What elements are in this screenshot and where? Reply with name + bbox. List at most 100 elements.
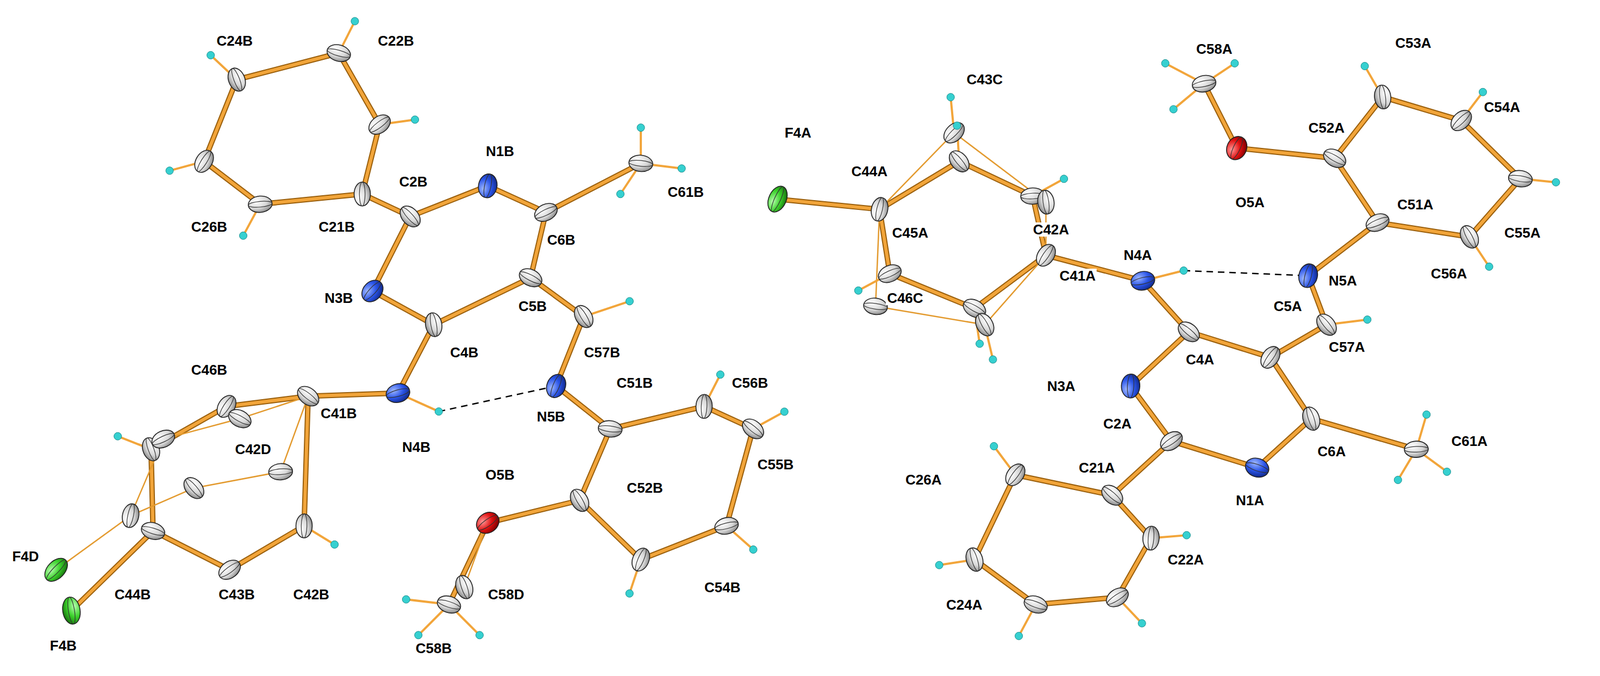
atom-ellipsoid (139, 519, 167, 543)
bond (726, 428, 754, 526)
ellipsoid-body (423, 311, 444, 339)
atom-ellipsoid (1097, 480, 1127, 510)
atom-ellipsoid (1456, 222, 1483, 252)
ellipsoid-body (1242, 454, 1272, 480)
atom-ellipsoid (396, 202, 425, 231)
principal-axis (700, 394, 708, 418)
bond (204, 161, 261, 205)
principal-axis (436, 597, 462, 611)
disorder-bond (55, 515, 131, 570)
ellipsoid-body (120, 502, 141, 529)
principal-axis (301, 513, 308, 538)
bond-outline (1035, 596, 1118, 604)
principal-axis (976, 312, 994, 337)
ellipsoid-body (476, 172, 500, 200)
ellipsoid-body (628, 153, 654, 173)
principal-axis (571, 488, 589, 512)
ellipsoid-body (945, 146, 973, 176)
hydrogen-atom (1485, 262, 1493, 271)
atom-ellipsoid (628, 153, 654, 173)
atom-ellipsoid (423, 311, 444, 339)
ellipsoid-body (396, 202, 425, 231)
ellipsoid-body (247, 195, 273, 214)
atom-ellipsoid (1102, 583, 1132, 611)
atom-ellipsoid (869, 195, 891, 223)
atom-label: C21B (317, 219, 356, 234)
principal-axis (1228, 135, 1246, 161)
atom-ellipsoid (531, 199, 561, 225)
ellipsoid-body (1174, 317, 1204, 346)
disorder-bond (280, 395, 309, 472)
ellipsoid-body (1102, 583, 1132, 611)
ellipsoid-body (139, 519, 167, 543)
ellipsoid-body (1404, 440, 1429, 458)
atom-label: C5B (517, 298, 548, 314)
principal-axis (326, 47, 352, 60)
principal-axis (428, 311, 439, 337)
principal-axis (1105, 588, 1130, 606)
atom-ellipsoid (267, 462, 293, 481)
principal-axis (1159, 431, 1183, 450)
atom-ellipsoid (1120, 373, 1141, 399)
atom-ellipsoid (293, 382, 323, 410)
atom-ellipsoid (1312, 310, 1341, 340)
atom-ellipsoid (1320, 145, 1349, 172)
ellipsoid-body (1257, 342, 1285, 372)
ellipsoid-body (1312, 310, 1341, 340)
principal-axis (400, 205, 421, 228)
atom-label: N3B (323, 290, 354, 305)
atom-ellipsoid (225, 65, 249, 95)
hydrogen-atom (990, 441, 998, 450)
atom-label: C57B (583, 345, 622, 360)
bond (579, 428, 610, 500)
atom-label: C6A (1316, 444, 1347, 459)
hydrogen-bond (438, 385, 556, 412)
ellipsoid-body (452, 572, 477, 601)
atom-ellipsoid (1032, 240, 1060, 270)
hydrogen-atom (1179, 266, 1188, 275)
atom-label: O5B (484, 467, 516, 482)
bond (151, 448, 154, 531)
atom-label: C46C (885, 290, 924, 305)
atom-ellipsoid (764, 183, 792, 216)
ellipsoid-body (1190, 73, 1218, 95)
bond (1308, 222, 1378, 276)
bond-outline (545, 163, 641, 212)
principal-axis (741, 419, 765, 439)
principal-axis (628, 159, 654, 168)
atom-ellipsoid (971, 310, 998, 340)
hydrogen-bond (1183, 270, 1309, 276)
bond-outline (338, 53, 380, 125)
bond (1382, 96, 1462, 121)
bond (236, 53, 340, 80)
atom-ellipsoid (435, 592, 464, 616)
hydrogen-atom (1138, 619, 1146, 627)
atom-ellipsoid (120, 502, 141, 529)
ellipsoid-body (1456, 222, 1483, 252)
principal-axis (195, 149, 213, 173)
principal-axis (44, 557, 68, 582)
bond (372, 216, 410, 291)
ellipsoid-body (1097, 480, 1127, 510)
principal-axis (1316, 313, 1337, 336)
atom-ellipsoid (1300, 404, 1323, 433)
ellipsoid-body (1157, 427, 1186, 454)
ellipsoid-body (516, 264, 546, 291)
ellipsoid-body (566, 485, 593, 515)
bond (410, 185, 489, 217)
bond-outline (1334, 158, 1378, 223)
principal-axis (1404, 445, 1429, 453)
atom-ellipsoid (190, 146, 218, 176)
atom-ellipsoid (1242, 454, 1272, 480)
atom-ellipsoid (365, 110, 395, 139)
atom-label: C4B (448, 345, 480, 360)
ellipsoid-body (1032, 240, 1060, 270)
principal-axis (1177, 321, 1200, 342)
atom-label: C58B (414, 640, 453, 655)
bond (1236, 147, 1335, 159)
bond (1035, 596, 1118, 604)
atom-label: C2A (1102, 416, 1133, 431)
ellipsoid-body (1021, 592, 1050, 616)
